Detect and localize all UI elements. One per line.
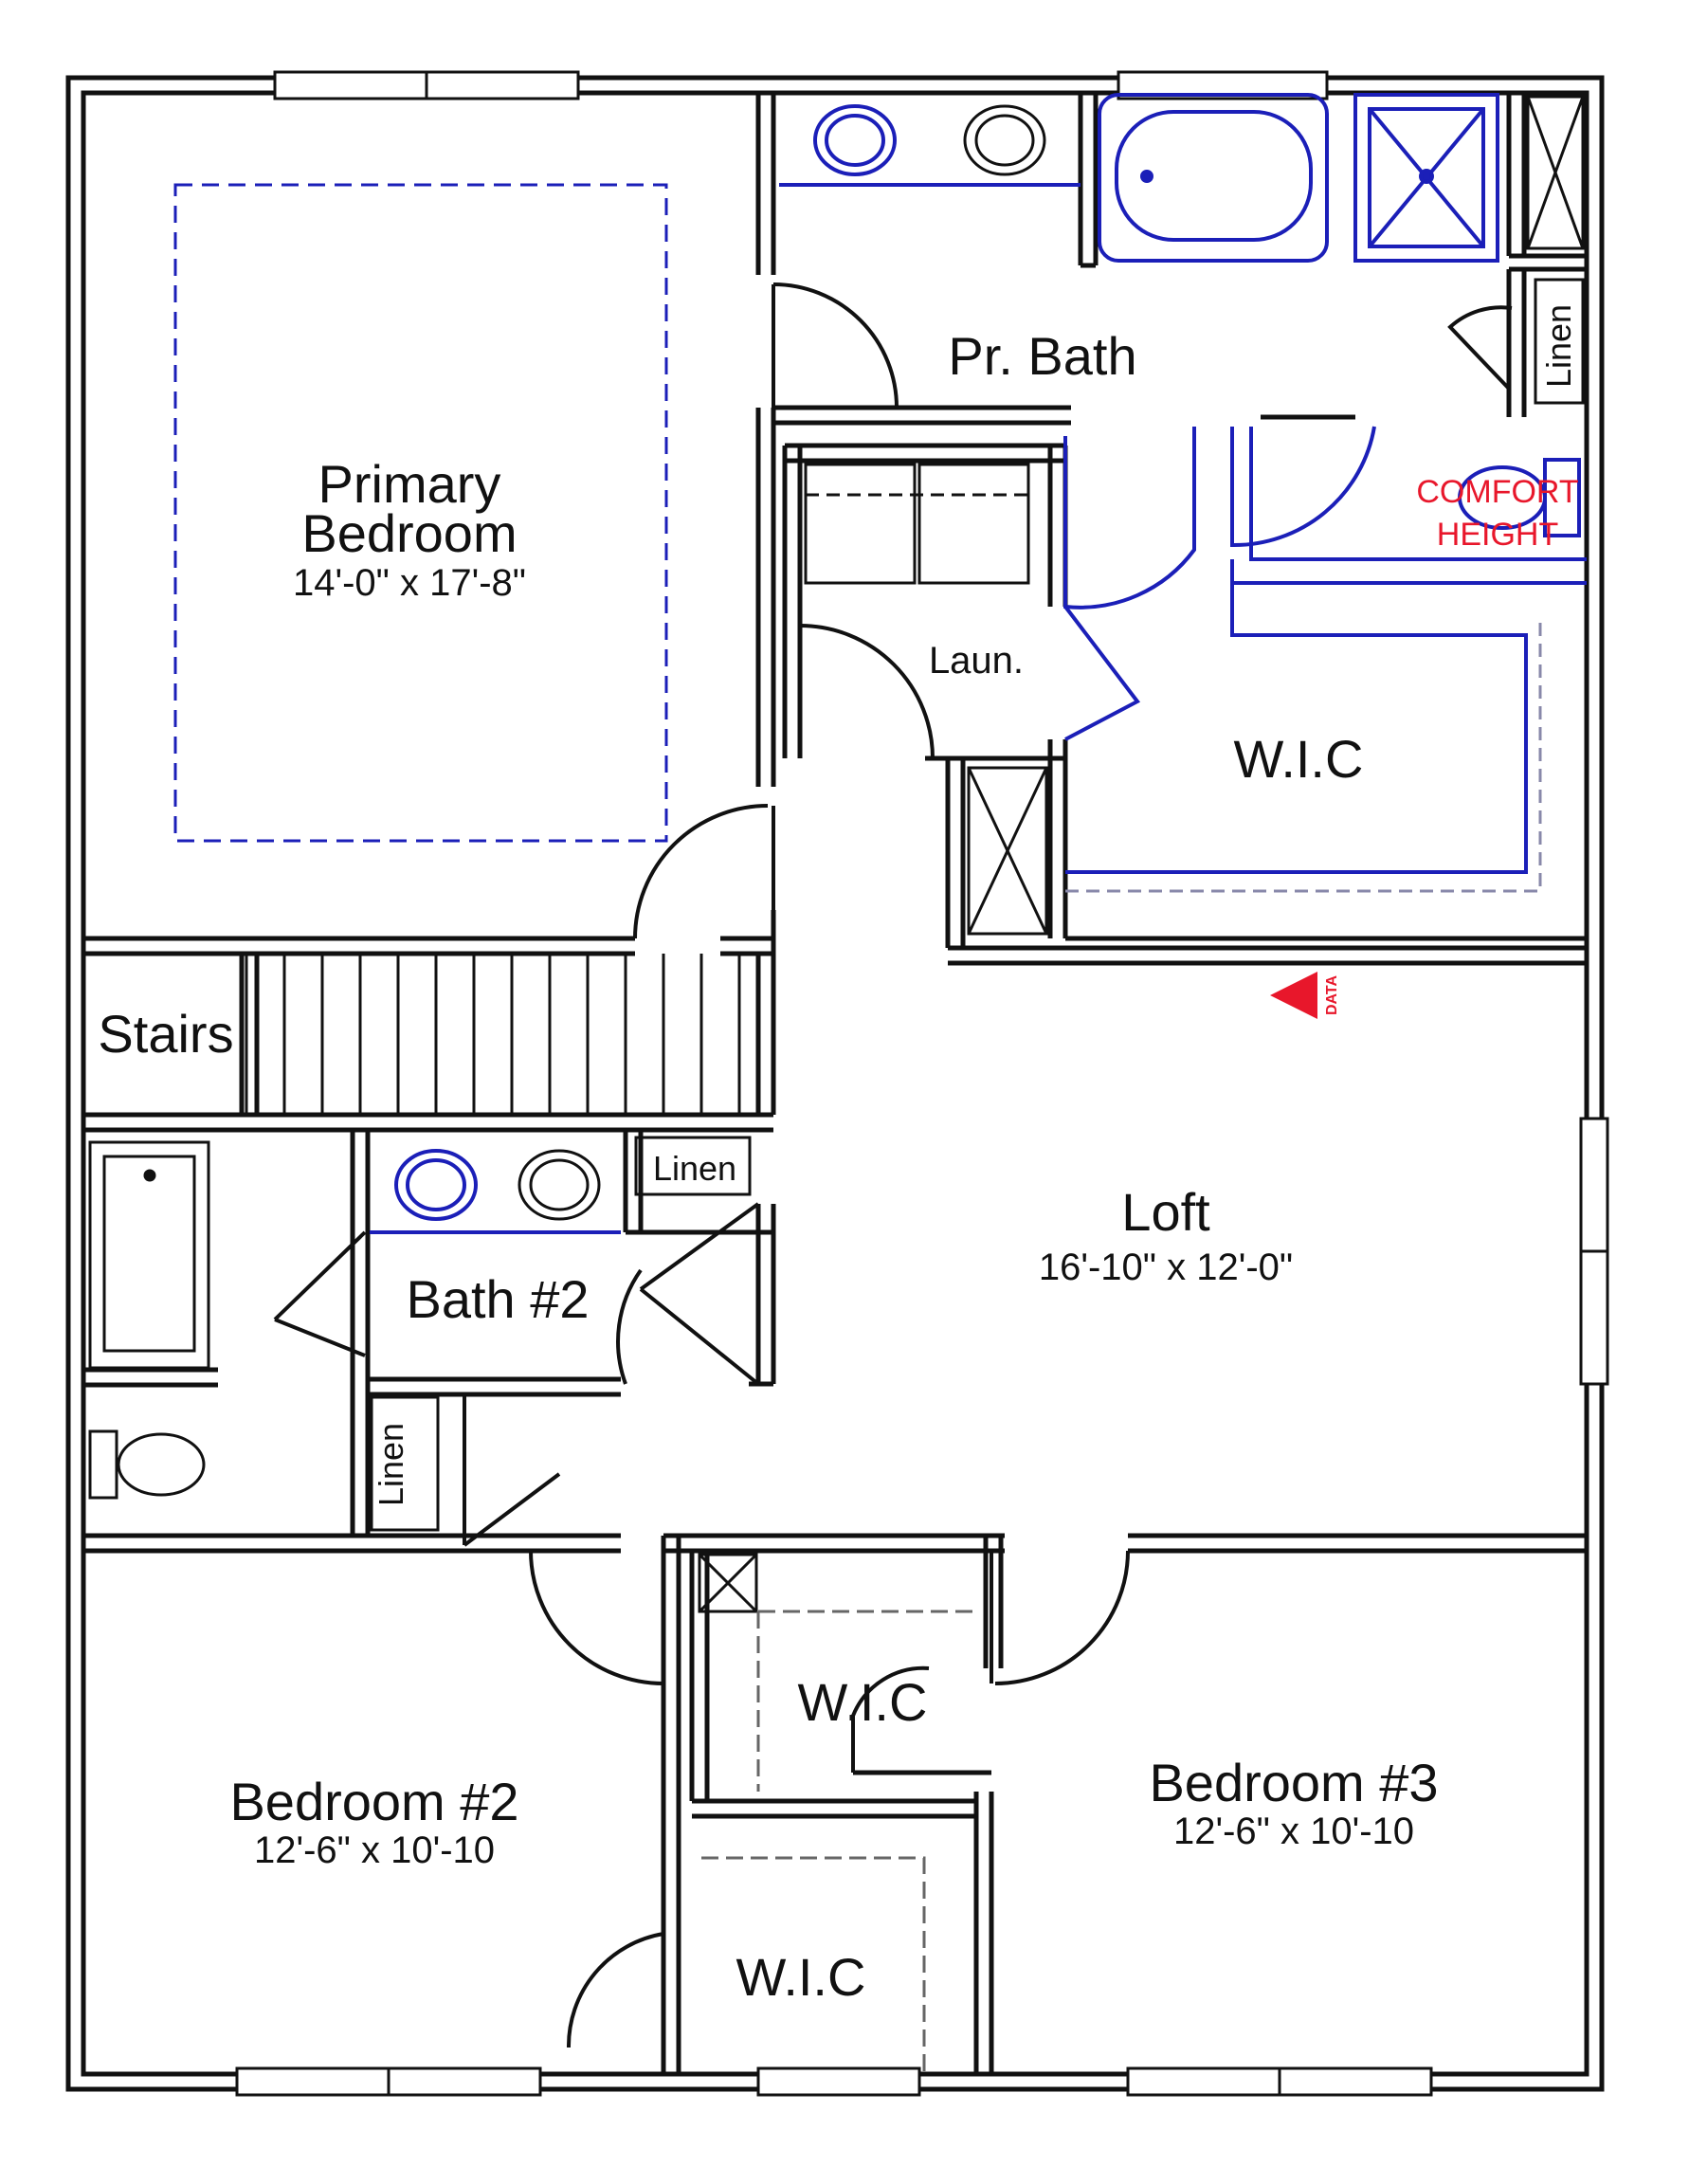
bath2-label: Bath #2 [406, 1269, 589, 1329]
closet-x-icon [698, 1553, 758, 1613]
fixtures-black [88, 95, 1585, 2074]
shower-icon [1353, 93, 1499, 263]
primary-bedroom-label: Primary [318, 454, 501, 514]
bedroom3-label: Bedroom #3 [1149, 1753, 1438, 1812]
bedroom3-dims: 12'-6" x 10'-10 [1173, 1811, 1414, 1852]
primary-wic-label: W.I.C [1234, 729, 1364, 789]
toilet-icon [88, 1429, 118, 1500]
linen-hall-label: Linen [1539, 304, 1578, 388]
sink-icon [518, 1149, 601, 1221]
primary-bedroom-label-2: Bedroom [301, 503, 517, 563]
data-marker-icon [1270, 972, 1317, 1019]
loft-dims: 16'-10" x 12'-0" [1039, 1247, 1293, 1288]
bedroom2-dims: 12'-6" x 10'-10 [254, 1829, 495, 1871]
stairs-label: Stairs [98, 1004, 233, 1064]
sink-icon [813, 104, 897, 176]
laundry-label: Laun. [929, 640, 1024, 682]
bed-outline [173, 183, 668, 843]
primary-bedroom-dims: 14'-0" x 17'-8" [293, 562, 526, 604]
windows [235, 70, 1609, 2097]
comfort-height-label: COMFORT [1416, 474, 1578, 510]
fixtures-blue [173, 93, 1587, 1234]
primary-bath-label: Pr. Bath [948, 326, 1136, 386]
doors [273, 282, 1513, 2048]
washer-dryer-icon [804, 463, 917, 585]
closet-x-icon [1526, 95, 1585, 250]
sink-icon [394, 1149, 478, 1221]
linen-shelf [370, 1395, 440, 1532]
interior-walls [83, 93, 1587, 2074]
comfort-height-label-2: HEIGHT [1437, 517, 1558, 553]
loft-label: Loft [1121, 1182, 1210, 1242]
hvac-closet-icon [967, 766, 1048, 936]
data-marker-label: DATA [1324, 975, 1340, 1016]
wic-bedroom3-label: W.I.C [798, 1672, 928, 1732]
bathtub-icon [88, 1140, 210, 1370]
stair-treads [245, 954, 741, 1115]
linen-shelf [634, 1136, 752, 1196]
linen-bath2-label: Linen [372, 1423, 410, 1506]
wic-bedroom2-label: W.I.C [736, 1947, 866, 2007]
linen-upper-label: Linen [653, 1149, 736, 1188]
linen-shelf [1534, 278, 1585, 405]
sink-icon [963, 104, 1046, 176]
bathtub-icon [1098, 93, 1329, 263]
bedroom2-label: Bedroom #2 [229, 1772, 518, 1831]
